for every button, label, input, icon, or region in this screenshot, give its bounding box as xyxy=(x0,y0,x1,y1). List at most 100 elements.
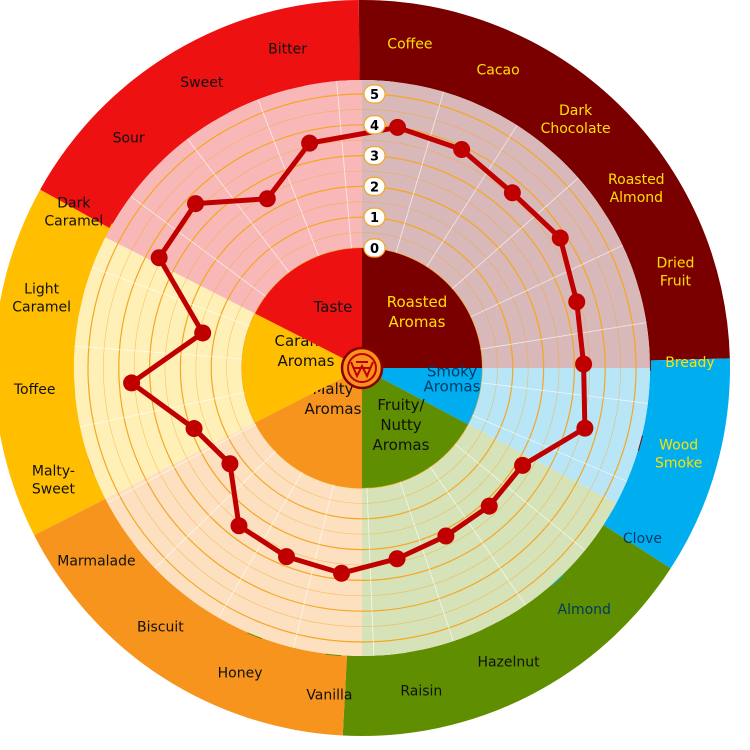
data-point-wood-smoke xyxy=(576,419,594,437)
category-label-line: Clove xyxy=(623,531,662,547)
category-label: Biscuit xyxy=(137,620,184,636)
grid-minor-ring xyxy=(103,109,621,627)
category-label-line: Coffee xyxy=(387,37,432,53)
outer-sector-fruity xyxy=(342,524,671,737)
spoke-4 xyxy=(480,322,647,350)
core-label-line: Roasted xyxy=(387,293,448,311)
spoke-14 xyxy=(107,423,257,504)
spoke-5 xyxy=(481,382,648,404)
tick-badge xyxy=(363,207,386,227)
data-point-toffee xyxy=(123,374,141,392)
spoke-3 xyxy=(470,245,623,318)
category-label-line: Biscuit xyxy=(137,620,184,636)
category-label-line: Almond xyxy=(558,602,611,618)
grid-ring-5 xyxy=(87,93,637,643)
spoke-16 xyxy=(74,345,243,360)
tick-label: 3 xyxy=(370,150,379,165)
grid-minor-ring xyxy=(164,170,560,566)
data-point-cacao xyxy=(453,141,471,159)
category-label-line: Light xyxy=(24,282,59,298)
category-label-line: Caramel xyxy=(44,213,103,229)
category-label-line: Chocolate xyxy=(541,121,611,137)
data-point-roasted-almond xyxy=(551,229,569,247)
outer-ring xyxy=(0,0,731,737)
tick-label: 2 xyxy=(370,180,379,195)
logo-ring xyxy=(347,353,377,383)
tick-label: 4 xyxy=(370,119,379,134)
data-point-biscuit xyxy=(230,517,248,535)
spoke-9 xyxy=(399,481,454,642)
core-sector-smoky xyxy=(362,368,482,425)
tick-badge xyxy=(363,146,386,166)
category-label-line: Smoke xyxy=(655,455,702,471)
tick-badge xyxy=(363,115,386,135)
data-point-almond xyxy=(480,497,498,515)
category-label: Marmalade xyxy=(57,554,135,570)
data-point-bready xyxy=(575,355,593,373)
category-label: Cacao xyxy=(477,63,520,79)
tick-4: 4 xyxy=(363,115,386,135)
tick-badge xyxy=(363,84,386,104)
category-label-line: Sweet xyxy=(180,75,224,91)
outer-sector-roasted xyxy=(358,0,730,361)
grid-ring-1 xyxy=(210,216,514,520)
data-point-dark-chocolate xyxy=(503,184,521,202)
core-label-line: Fruity/ xyxy=(377,396,425,414)
spoke-12 xyxy=(218,471,303,618)
grid-ring-4 xyxy=(118,124,606,612)
data-point-clove xyxy=(514,456,532,474)
tick-2: 2 xyxy=(363,176,386,196)
category-label: Bitter xyxy=(268,42,307,58)
tick-badge xyxy=(363,176,386,196)
tick-label: 0 xyxy=(370,242,379,257)
outer-sector-caramel xyxy=(0,189,111,536)
category-label: Clove xyxy=(623,531,662,547)
spoke-21 xyxy=(336,81,352,249)
category-label-line: Wood xyxy=(659,437,698,453)
category-label: Malty-Sweet xyxy=(32,463,76,497)
tick-5: 5 xyxy=(363,84,386,104)
category-label: Sour xyxy=(113,131,145,147)
core-sector-roasted xyxy=(362,248,482,368)
category-label: Vanilla xyxy=(306,687,352,703)
category-label: Sweet xyxy=(180,75,224,91)
core-label-line: Nutty xyxy=(380,416,421,434)
spoke-18 xyxy=(130,196,266,297)
spoke-15 xyxy=(79,392,245,428)
data-point-sweet xyxy=(258,190,276,208)
category-label: Toffee xyxy=(13,382,56,398)
logo-mark xyxy=(350,361,374,379)
data-point-vanilla xyxy=(333,564,351,582)
core-sector-malty xyxy=(255,368,362,488)
spoke-8 xyxy=(429,466,526,606)
core-sector-caramel xyxy=(242,313,362,423)
plot-sector-caramel xyxy=(74,237,362,499)
logo-icon xyxy=(340,346,384,390)
spoke-19 xyxy=(187,138,290,273)
tick-badge xyxy=(363,238,386,258)
category-label-line: Vanilla xyxy=(306,687,352,703)
category-label: Coffee xyxy=(387,37,432,53)
spoke-17 xyxy=(92,266,250,327)
data-point-malty-sweet xyxy=(185,420,203,438)
grid-minor-ring xyxy=(195,201,529,535)
core-label-line: Aromas xyxy=(278,352,335,370)
grid-spokes xyxy=(74,81,648,656)
category-label: Hazelnut xyxy=(477,654,540,670)
grid-ring-2 xyxy=(179,185,545,551)
data-point-sour xyxy=(187,195,205,213)
core-sector-fruity xyxy=(362,368,468,488)
data-point-hazelnut xyxy=(437,527,455,545)
data-point-marmalade xyxy=(221,455,239,473)
series-line xyxy=(123,118,594,582)
category-label-line: Cacao xyxy=(477,63,520,79)
category-label-line: Sweet xyxy=(32,481,76,497)
spoke-2 xyxy=(451,177,579,290)
data-point-dark-caramel xyxy=(150,249,168,267)
